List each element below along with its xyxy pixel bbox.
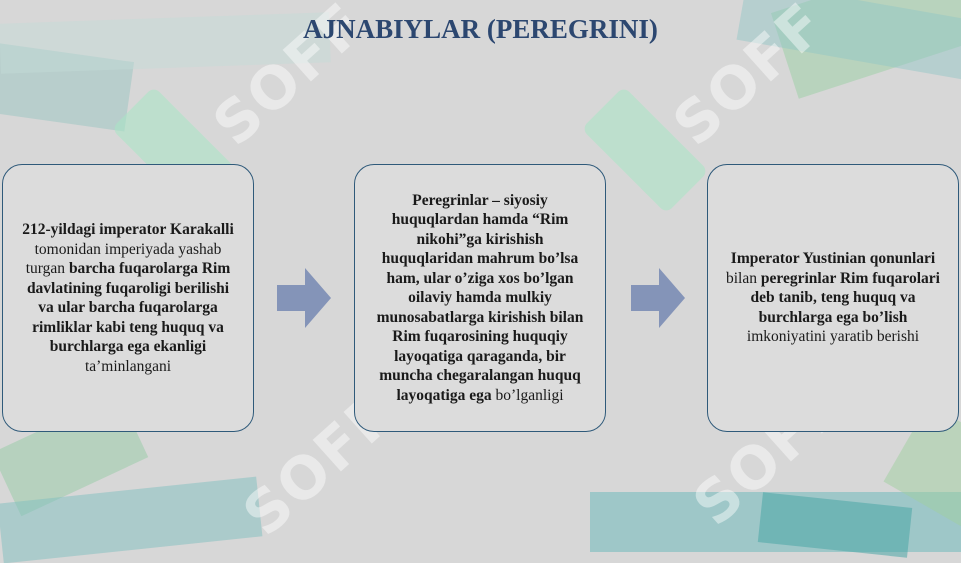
text-run: bo’lganligi: [491, 386, 564, 404]
slide-title: AJNABIYLAR (PEREGRINI): [303, 14, 658, 44]
info-card-2: Peregrinlar – siyosiy huquqlardan hamda …: [354, 164, 606, 432]
text-run: tomonidan imperiyada yashab turgan: [25, 240, 222, 278]
info-card-1: 212-yildagi imperator Karakalli tomonida…: [2, 164, 254, 432]
card-text: Imperator Yustinian qonunlari bilan pere…: [726, 249, 940, 347]
bold-text-run: Imperator Yustinian qonunlari: [730, 250, 936, 268]
bold-text-run: barcha fuqarolarga Rim davlatining fuqar…: [26, 260, 231, 355]
text-run: imkoniyatini yaratib berishi: [746, 328, 920, 346]
info-card-3: Imperator Yustinian qonunlari bilan pere…: [707, 164, 959, 432]
text-run: ta’minlangani: [84, 357, 172, 375]
bold-text-run: 212-yildagi imperator Karakalli: [22, 221, 234, 238]
bold-text-run: Peregrinlar – siyosiy huquqlardan hamda …: [376, 191, 584, 404]
bold-text-run: peregrinlar Rim fuqarolari deb tanib, te…: [750, 269, 940, 326]
right-arrow-icon: [631, 268, 685, 328]
text-run: bilan: [726, 269, 761, 287]
card-text: 212-yildagi imperator Karakalli tomonida…: [21, 220, 235, 376]
right-arrow-icon: [277, 268, 331, 328]
card-text: Peregrinlar – siyosiy huquqlardan hamda …: [371, 191, 589, 406]
